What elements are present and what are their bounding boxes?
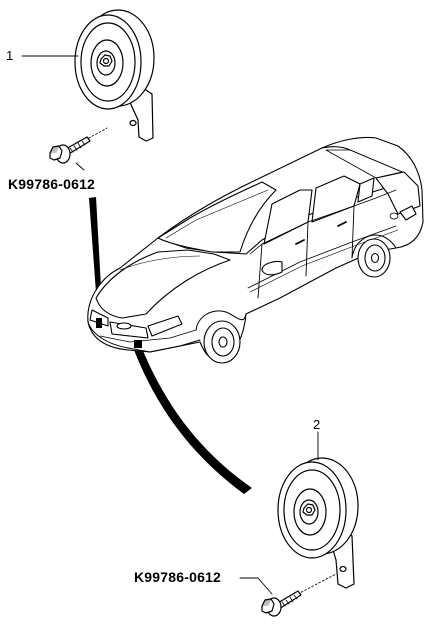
car-mirror bbox=[261, 260, 283, 276]
car-door-lines bbox=[257, 205, 355, 299]
horn-1 bbox=[74, 9, 155, 142]
horn-2-location-strip bbox=[134, 346, 252, 494]
bolt-1 bbox=[49, 127, 108, 164]
car-rear-side-window bbox=[311, 175, 361, 223]
bolt-2-head bbox=[261, 598, 275, 614]
car-windshield bbox=[157, 181, 277, 253]
horn-1-nut bbox=[99, 54, 113, 67]
bolt-1-head bbox=[49, 145, 63, 161]
car-headlight-right bbox=[147, 315, 183, 337]
car-bumper bbox=[87, 321, 201, 353]
horn-2 bbox=[277, 457, 359, 589]
horn-1-mount-marker bbox=[96, 318, 102, 328]
bolt-2-leader bbox=[239, 577, 273, 595]
car-illustration bbox=[87, 136, 424, 364]
horn-1-location-strip bbox=[89, 197, 102, 306]
car-front-side-window bbox=[263, 189, 313, 245]
horn-2-nut bbox=[302, 503, 316, 516]
horn-1-bracket-hole bbox=[129, 119, 137, 127]
horn-2-mount-marker bbox=[134, 340, 142, 348]
bolt-1-leader bbox=[75, 162, 85, 171]
bolt-2 bbox=[261, 573, 337, 617]
horn-2-bracket-hole bbox=[339, 565, 347, 573]
callout-1-number: 1 bbox=[6, 48, 14, 63]
bolt-top-part-number: K99786-0612 bbox=[8, 176, 96, 192]
car-emblem bbox=[116, 322, 132, 330]
car-front-wheel bbox=[203, 320, 241, 364]
callout-2-number: 2 bbox=[313, 417, 321, 432]
bolt-bottom-part-number: K99786-0612 bbox=[134, 569, 222, 585]
car-rear-wheel bbox=[357, 238, 391, 278]
